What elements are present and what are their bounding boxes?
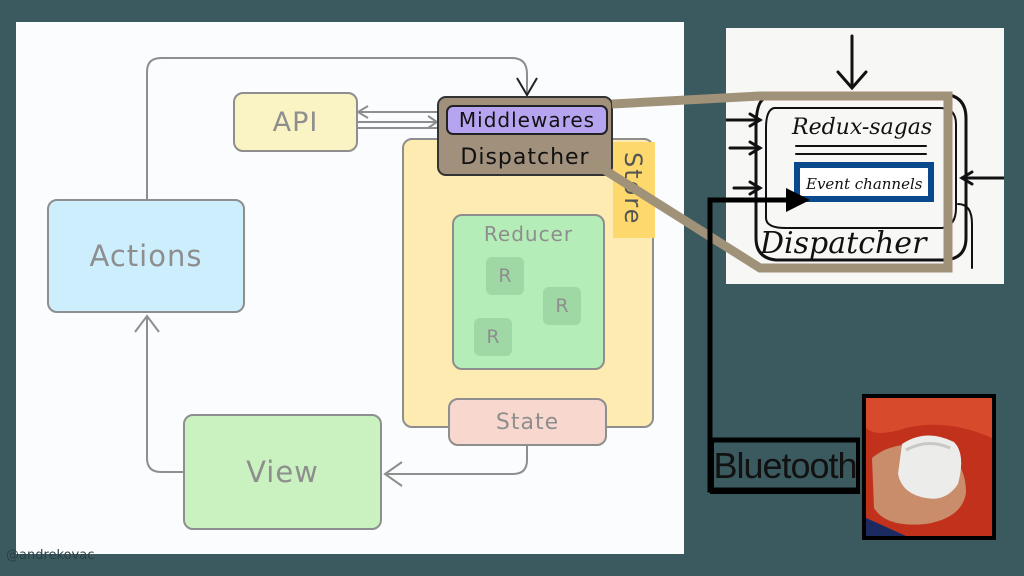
bluetooth-label-text: Bluetooth	[713, 445, 857, 486]
sketch-event-channels: Event channels	[805, 175, 923, 193]
store-label: Store	[619, 152, 647, 226]
bluetooth-device-photo	[862, 394, 996, 540]
api-node: API	[233, 92, 358, 152]
reducer-r-1: R	[486, 257, 524, 295]
state-label: State	[495, 409, 560, 435]
reducer-label: Reducer	[483, 222, 574, 246]
view-node: View	[183, 414, 382, 530]
dispatcher-label: Dispatcher	[460, 145, 590, 170]
sketch-drawing: Redux-sagas Event channels Dispatcher	[724, 34, 1006, 269]
state-node: State	[448, 398, 607, 446]
actions-label: Actions	[89, 239, 203, 273]
actions-node: Actions	[47, 199, 245, 313]
sketch-dispatcher: Dispatcher	[759, 226, 928, 261]
author-credit: @andrekovac	[6, 548, 95, 563]
view-label: View	[246, 455, 319, 489]
bluetooth-label: Bluetooth	[710, 438, 860, 494]
sketch-photo: Redux-sagas Event channels Dispatcher	[724, 28, 1006, 284]
reducer-r-3: R	[474, 318, 512, 356]
middlewares-label: Middlewares	[458, 108, 596, 132]
middlewares-node: Middlewares	[446, 105, 608, 135]
api-label: API	[272, 106, 319, 138]
sketch-redux-sagas: Redux-sagas	[791, 115, 932, 140]
bluetooth-device-image	[866, 398, 992, 536]
reducer-r-2: R	[543, 287, 581, 325]
